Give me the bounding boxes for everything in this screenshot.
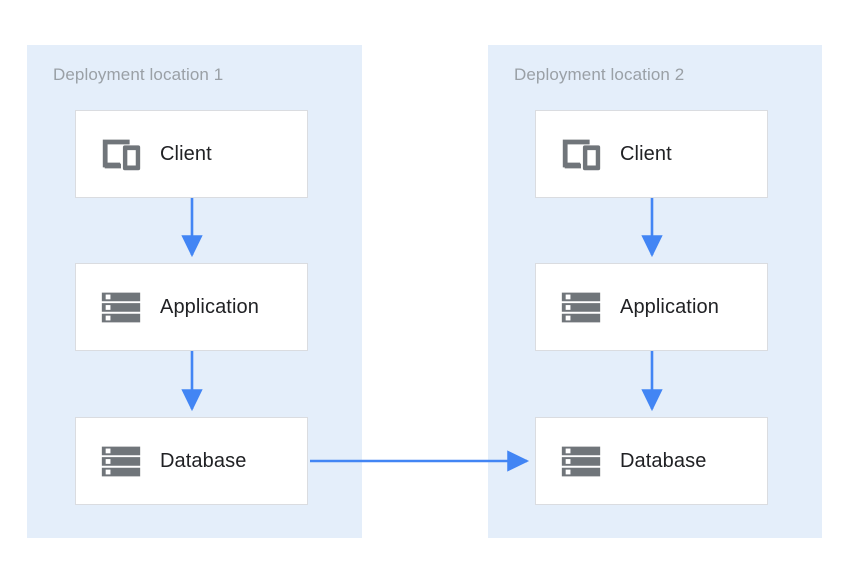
devices-icon (562, 139, 601, 171)
node-label-database-2: Database (620, 449, 707, 472)
node-card-client-2[interactable]: Client (535, 110, 768, 198)
node-card-database-1[interactable]: Database (75, 417, 308, 505)
node-label-client-1: Client (160, 142, 212, 165)
zone-2-label: Deployment location 2 (514, 65, 685, 84)
node-card-client-1[interactable]: Client (75, 110, 308, 198)
node-card-application-2[interactable]: Application (535, 263, 768, 351)
node-label-database-1: Database (160, 449, 247, 472)
server-icon (561, 446, 601, 477)
node-card-application-1[interactable]: Application (75, 263, 308, 351)
node-label-client-2: Client (620, 142, 672, 165)
server-icon (101, 292, 141, 323)
zone-1-label: Deployment location 1 (53, 65, 224, 84)
server-icon (561, 292, 601, 323)
node-card-database-2[interactable]: Database (535, 417, 768, 505)
server-icon (101, 446, 141, 477)
node-label-application-1: Application (160, 295, 259, 318)
devices-icon (102, 139, 141, 171)
node-label-application-2: Application (620, 295, 719, 318)
